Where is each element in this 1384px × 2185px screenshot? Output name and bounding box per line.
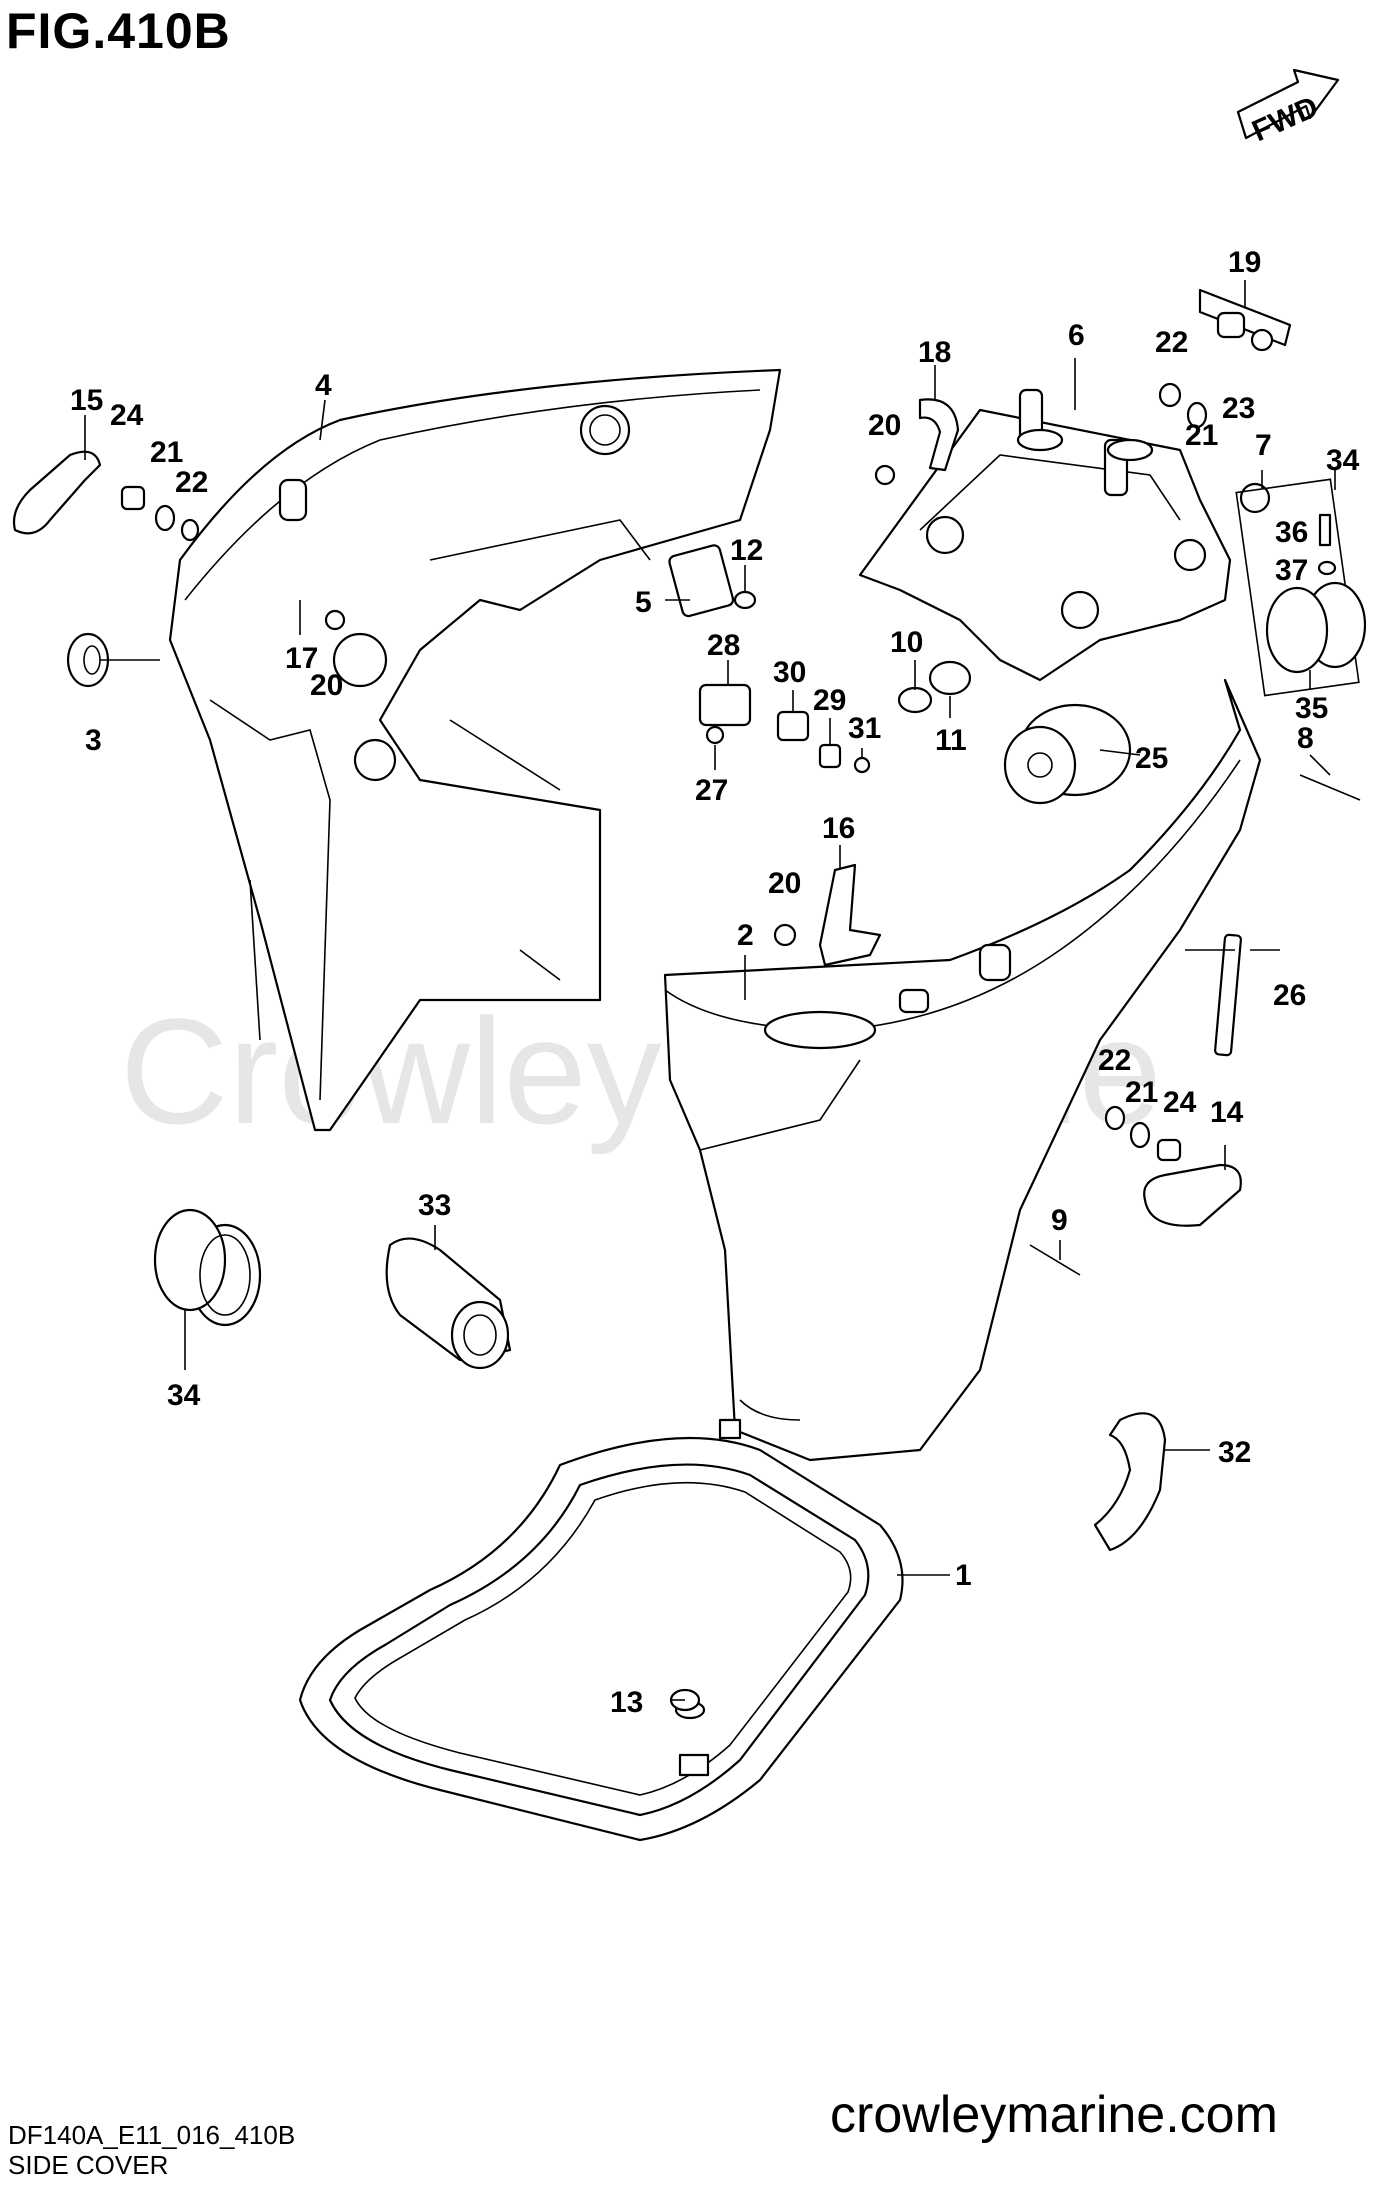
starboard-side-cover [663, 678, 1262, 1462]
callout-5: 5 [635, 586, 652, 619]
handle-part-15 [12, 450, 102, 535]
callout-4: 4 [315, 369, 332, 402]
washer-part-10 [897, 686, 933, 714]
bolt-part-20-b [874, 464, 896, 486]
callout-19: 19 [1228, 246, 1261, 279]
grommet-part-11 [928, 660, 972, 696]
bolt-part-9 [1029, 1244, 1081, 1276]
callout-18: 18 [918, 336, 951, 369]
washer-part-21-a [1186, 401, 1208, 429]
callout-11: 11 [935, 724, 967, 757]
washer-part-22-b [180, 518, 200, 542]
upper-bracket [858, 388, 1232, 682]
clip-part-32 [1093, 1412, 1167, 1552]
cable-tie-part-26 [1214, 933, 1242, 1057]
washer-part-21-b [154, 504, 176, 532]
callout-12: 12 [730, 534, 763, 567]
callout-7: 7 [1255, 429, 1272, 462]
bracket-part-16 [818, 863, 882, 967]
callout-17: 17 [285, 642, 318, 675]
callout-16: 16 [822, 812, 855, 845]
ring-part-37 [1317, 560, 1337, 576]
website-link[interactable]: crowleymarine.com [830, 2086, 1278, 2144]
callout-3: 3 [85, 724, 102, 757]
bellows-part-33 [385, 1237, 512, 1370]
kit-box-part-34 [1235, 478, 1360, 697]
pin-part-36 [1318, 513, 1332, 547]
collar-part-23 [1216, 311, 1246, 339]
diagram-caption: SIDE COVER [8, 2150, 169, 2180]
clamp-part-29 [818, 743, 842, 769]
callout-21-a: 21 [150, 436, 183, 469]
callout-30: 30 [773, 656, 806, 689]
callout-20-b: 20 [868, 409, 901, 442]
callout-10: 10 [890, 626, 923, 659]
washer-part-22-a [1158, 382, 1182, 408]
screw-part-31 [853, 756, 871, 774]
callout-35: 35 [1295, 692, 1328, 725]
callout-28: 28 [707, 629, 740, 662]
callout-14: 14 [1210, 1096, 1244, 1129]
bottom-seal-ring [298, 1418, 904, 1842]
bolt-part-8 [1299, 774, 1361, 801]
washer-part-22-c [1104, 1105, 1126, 1131]
callout-21-c: 21 [1125, 1076, 1158, 1109]
callout-22-a: 22 [175, 466, 208, 499]
callout-24-a: 24 [110, 399, 144, 432]
bolt-part-20-c [773, 923, 797, 947]
grommet-part-25 [1003, 703, 1132, 805]
port-side-cover [168, 368, 782, 1132]
fwd-arrow-badge: FWD [1236, 68, 1340, 148]
callout-23: 23 [1222, 392, 1255, 425]
leader-lines [84, 280, 1336, 1701]
collar-part-24-a [120, 485, 146, 511]
callout-9: 9 [1051, 1204, 1068, 1237]
collar-part-35 [1265, 581, 1367, 674]
bolt-part-20-a [324, 609, 346, 631]
callout-22-b: 22 [1155, 326, 1188, 359]
callout-21-b: 21 [1185, 419, 1218, 452]
screw-part-27 [705, 725, 725, 745]
holder-part-28 [698, 683, 752, 727]
callout-37: 37 [1275, 554, 1308, 587]
grommet-part-30 [776, 710, 810, 742]
callout-33: 33 [418, 1189, 451, 1222]
callout-25: 25 [1135, 742, 1168, 775]
callout-34-b: 34 [167, 1379, 201, 1412]
callout-labels: 1 2 3 4 5 6 7 8 9 10 11 12 13 14 15 16 1… [70, 246, 1360, 1719]
callout-1: 1 [955, 1559, 972, 1592]
callout-36: 36 [1275, 516, 1308, 549]
collar-part-24-b [1156, 1138, 1182, 1162]
bracket-part-5 [668, 544, 735, 618]
callout-22-c: 22 [1098, 1044, 1131, 1077]
callout-29: 29 [813, 684, 846, 717]
callout-2: 2 [737, 919, 754, 952]
callout-20-a: 20 [310, 669, 343, 702]
screw-part-19 [1250, 328, 1274, 352]
callout-6: 6 [1068, 319, 1085, 352]
callout-24-b: 24 [1163, 1086, 1197, 1119]
callout-27: 27 [695, 774, 728, 807]
callout-34-a: 34 [1326, 444, 1360, 477]
washer-part-21-c [1129, 1121, 1151, 1149]
callout-15: 15 [70, 384, 103, 417]
diagram-code: DF140A_E11_016_410B [8, 2120, 296, 2150]
callout-20-c: 20 [768, 867, 801, 900]
callout-13: 13 [610, 1686, 643, 1719]
callout-31: 31 [848, 712, 881, 745]
sleeve-part-34 [153, 1208, 262, 1327]
clamp-part-18 [918, 398, 960, 472]
callout-26: 26 [1273, 979, 1306, 1012]
figure-title: FIG.410B [6, 3, 231, 59]
clip-part-12 [733, 590, 757, 610]
callout-32: 32 [1218, 1436, 1251, 1469]
callout-8: 8 [1297, 722, 1314, 755]
handle-part-14 [1143, 1163, 1242, 1227]
